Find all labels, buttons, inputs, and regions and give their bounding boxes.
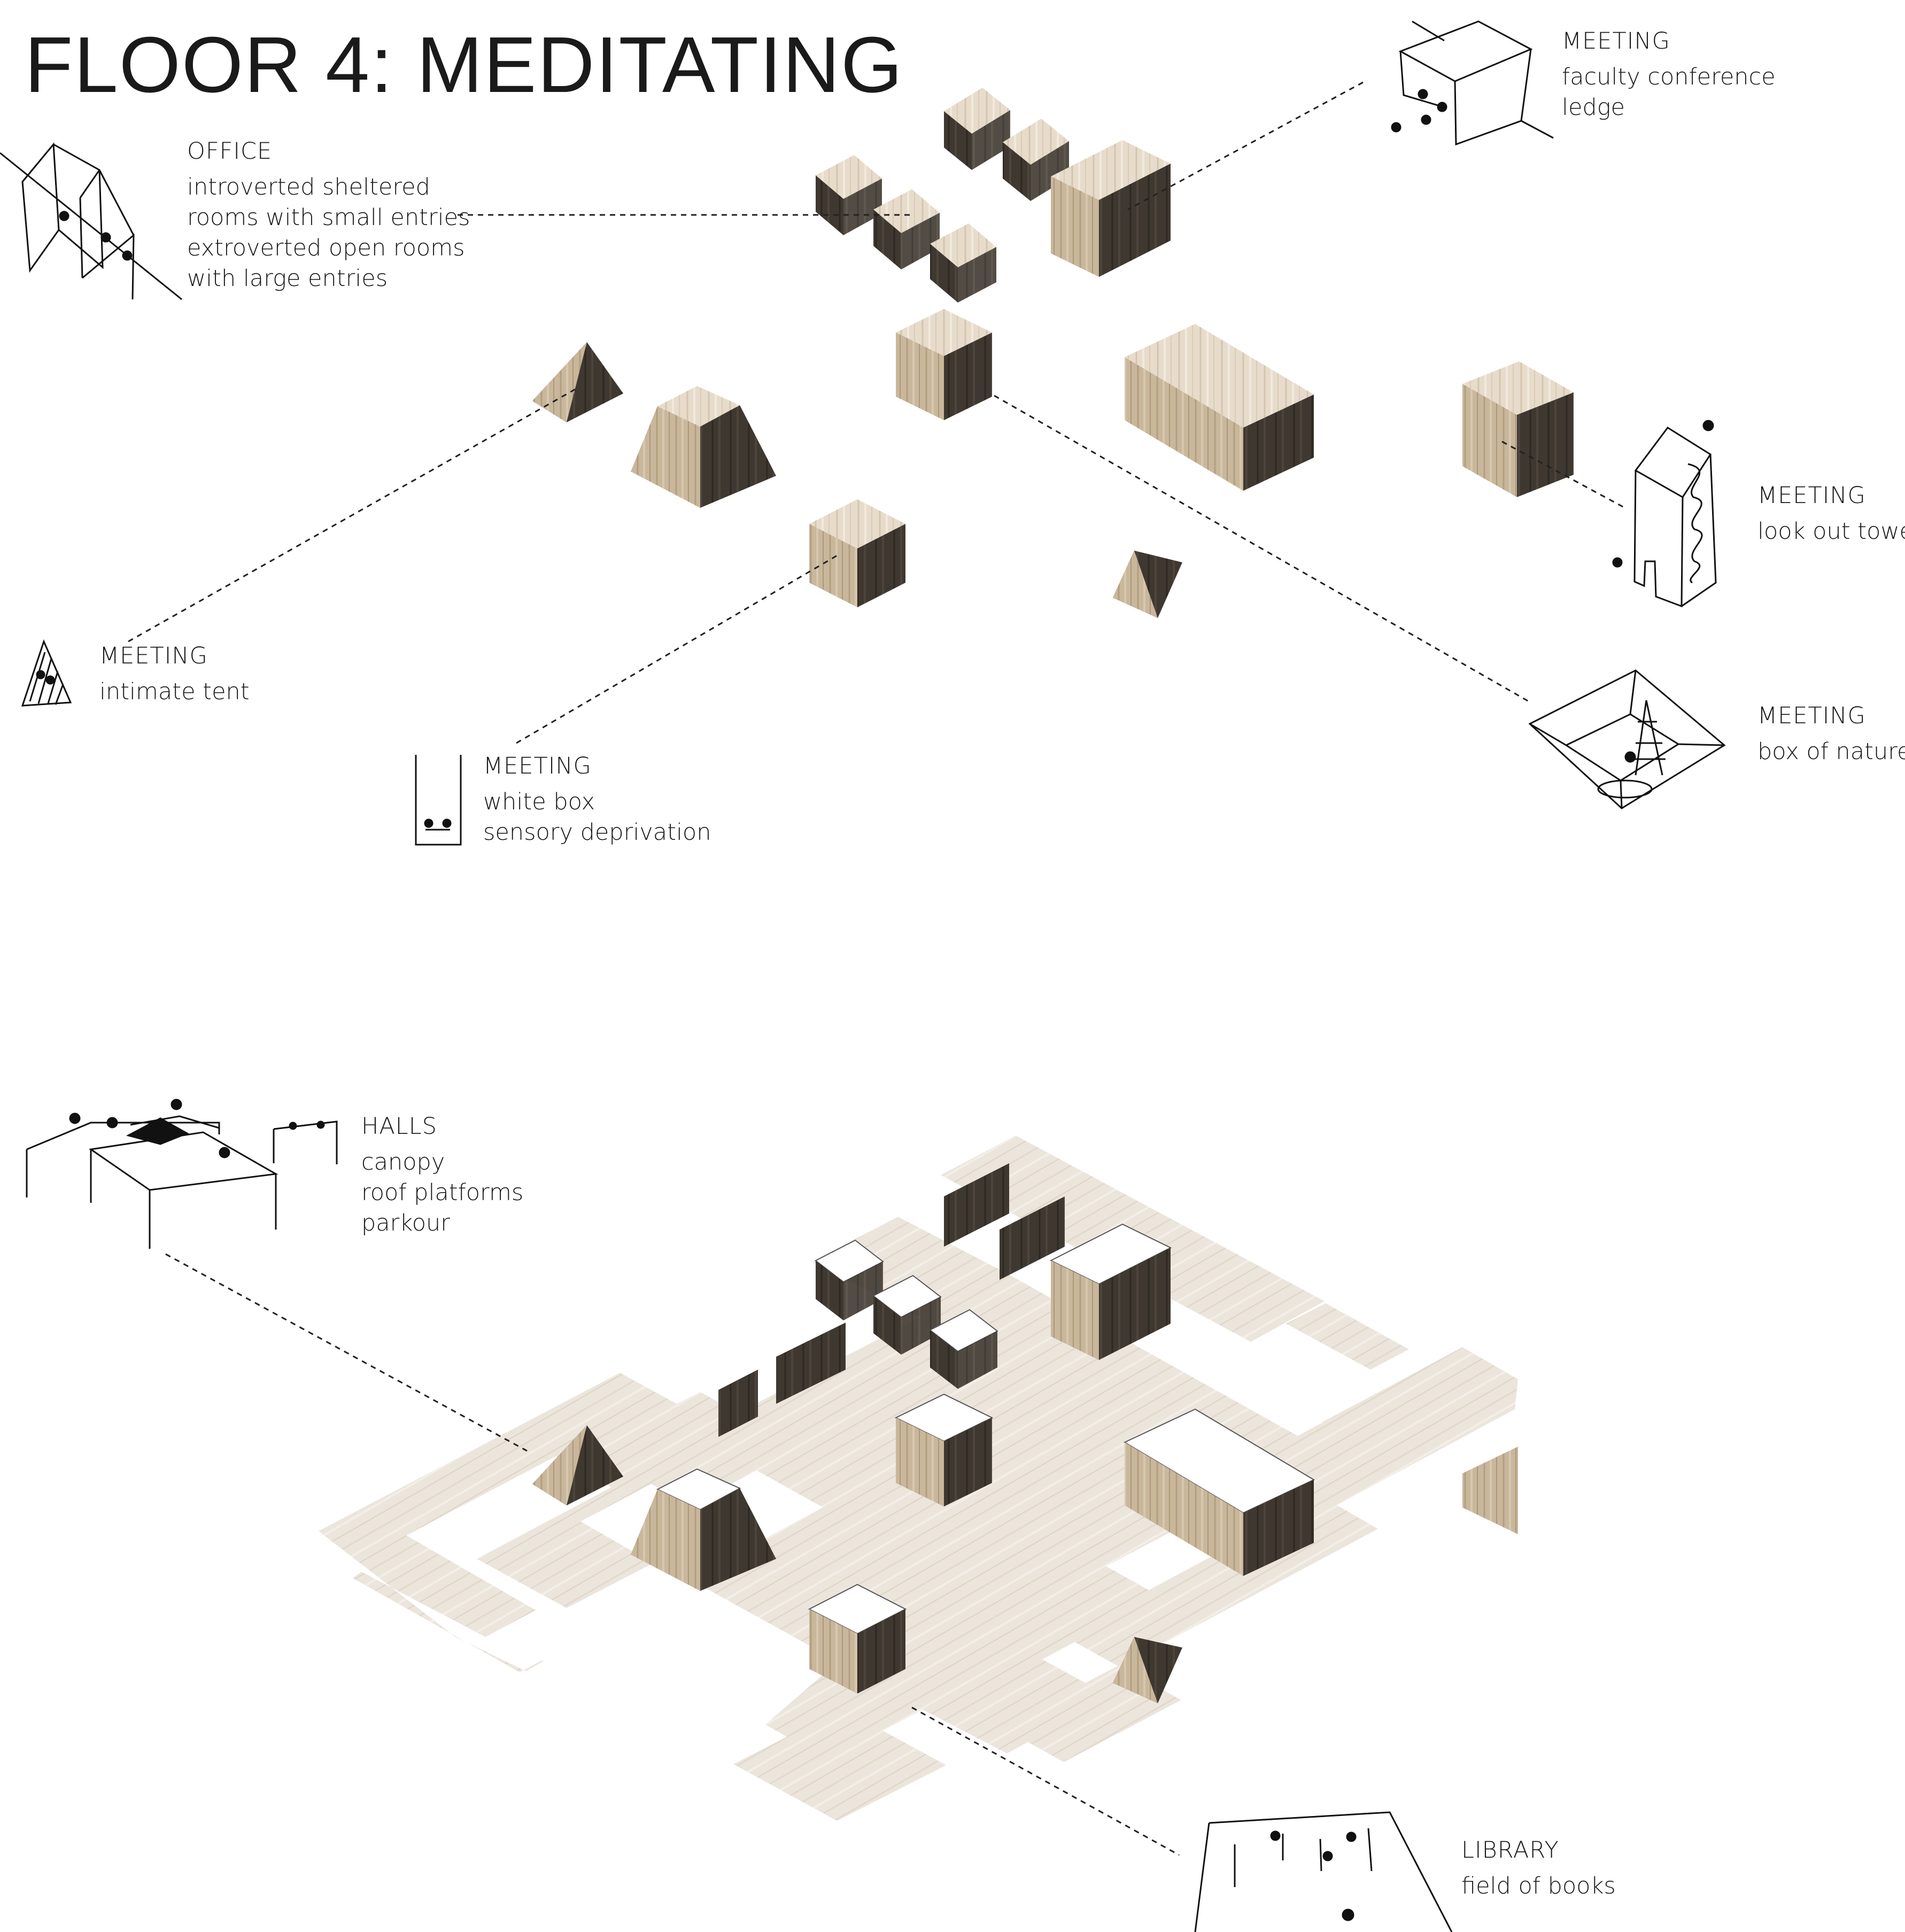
label-meeting-whitebox-line-1: white box bbox=[483, 789, 595, 815]
office-unit-2 bbox=[1003, 119, 1069, 201]
label-meeting-nature-line-1: box of nature bbox=[1757, 738, 1905, 765]
label-library: LIBRARY field of books bbox=[1461, 1839, 1616, 1905]
sketch-whitebox bbox=[415, 755, 462, 846]
label-meeting-tent: MEETING intimate tent bbox=[99, 645, 250, 711]
sketch-tower bbox=[1612, 420, 1717, 608]
lower-tower bbox=[1462, 1447, 1518, 1534]
conference-block bbox=[1051, 140, 1171, 277]
label-office-line-3: extroverted open rooms bbox=[187, 235, 465, 261]
label-meeting-whitebox: MEETING white box sensory deprivation bbox=[483, 755, 711, 852]
label-meeting-conference-line-2: ledge bbox=[1562, 94, 1625, 121]
lower-pavilions bbox=[532, 1163, 1518, 1703]
label-library-line-1: field of books bbox=[1461, 1873, 1616, 1899]
leader-halls bbox=[165, 1253, 528, 1452]
leader-lines bbox=[128, 81, 1625, 1856]
sketch-conference bbox=[1391, 20, 1554, 146]
leader-conference bbox=[1127, 81, 1364, 211]
label-meeting-conference: MEETING faculty conference ledge bbox=[1562, 30, 1776, 127]
label-meeting-tent-heading: MEETING bbox=[99, 643, 208, 669]
label-office: OFFICE introverted sheltered rooms with … bbox=[187, 140, 470, 298]
lower-office-units bbox=[718, 1163, 1065, 1437]
office-unit-3 bbox=[816, 155, 882, 235]
lower-white-box-cube bbox=[808, 1583, 907, 1694]
lower-trapezoid-block bbox=[631, 1468, 776, 1591]
label-halls-line-3: parkour bbox=[361, 1210, 450, 1237]
tent-wedge bbox=[532, 342, 623, 422]
label-office-line-2: rooms with small entries bbox=[187, 204, 470, 231]
sketch-office bbox=[0, 142, 182, 300]
nature-wedge bbox=[1113, 551, 1182, 618]
label-meeting-nature-heading: MEETING bbox=[1757, 702, 1866, 729]
label-meeting-whitebox-line-2: sensory deprivation bbox=[483, 819, 711, 846]
label-meeting-tower: MEETING look out tower bbox=[1757, 484, 1905, 551]
label-meeting-tower-heading: MEETING bbox=[1757, 482, 1866, 509]
lower-large-block bbox=[1123, 1408, 1315, 1576]
white-box-cube bbox=[809, 499, 905, 607]
sketch-nature bbox=[1528, 669, 1726, 809]
leader-tower bbox=[1501, 441, 1625, 509]
label-halls-heading: HALLS bbox=[361, 1113, 437, 1140]
sketch-library bbox=[1194, 1811, 1453, 1932]
lower-tent-wedge bbox=[532, 1425, 623, 1505]
label-meeting-nature: MEETING box of nature bbox=[1757, 705, 1905, 771]
label-library-heading: LIBRARY bbox=[1461, 1837, 1559, 1864]
label-meeting-conference-line-1: faculty conference bbox=[1562, 64, 1776, 90]
leader-library bbox=[911, 1706, 1180, 1856]
leader-whitebox bbox=[516, 554, 839, 744]
label-halls-line-1: canopy bbox=[361, 1149, 445, 1176]
label-meeting-tent-line-1: intimate tent bbox=[99, 678, 250, 705]
label-meeting-whitebox-heading: MEETING bbox=[483, 753, 592, 779]
label-halls: HALLS canopy roof platforms parkour bbox=[361, 1115, 523, 1242]
label-office-heading: OFFICE bbox=[187, 138, 273, 165]
central-cube bbox=[896, 309, 992, 420]
tower-cube bbox=[1462, 361, 1574, 497]
office-unit-4 bbox=[873, 189, 940, 269]
page-title: FLOOR 4: MEDITATING bbox=[25, 21, 903, 109]
large-block bbox=[1125, 324, 1314, 491]
label-office-line-1: introverted sheltered bbox=[187, 174, 430, 200]
lower-conference-block bbox=[1049, 1223, 1172, 1360]
label-halls-line-2: roof platforms bbox=[361, 1179, 524, 1206]
office-unit-1 bbox=[944, 88, 1010, 170]
trapezoid-block bbox=[631, 386, 776, 508]
office-unit-5 bbox=[930, 223, 996, 303]
lower-central-cube bbox=[894, 1393, 994, 1506]
upper-axonometric bbox=[532, 88, 1574, 618]
label-office-line-4: with large entries bbox=[187, 265, 388, 292]
label-meeting-tower-line-1: look out tower bbox=[1757, 518, 1905, 545]
leader-tent bbox=[128, 387, 578, 643]
leader-nature bbox=[994, 395, 1529, 702]
sketch-tent bbox=[21, 639, 72, 707]
lower-nature-wedge bbox=[1113, 1637, 1182, 1703]
sketch-halls bbox=[26, 1099, 338, 1249]
label-meeting-conference-heading: MEETING bbox=[1562, 28, 1670, 55]
